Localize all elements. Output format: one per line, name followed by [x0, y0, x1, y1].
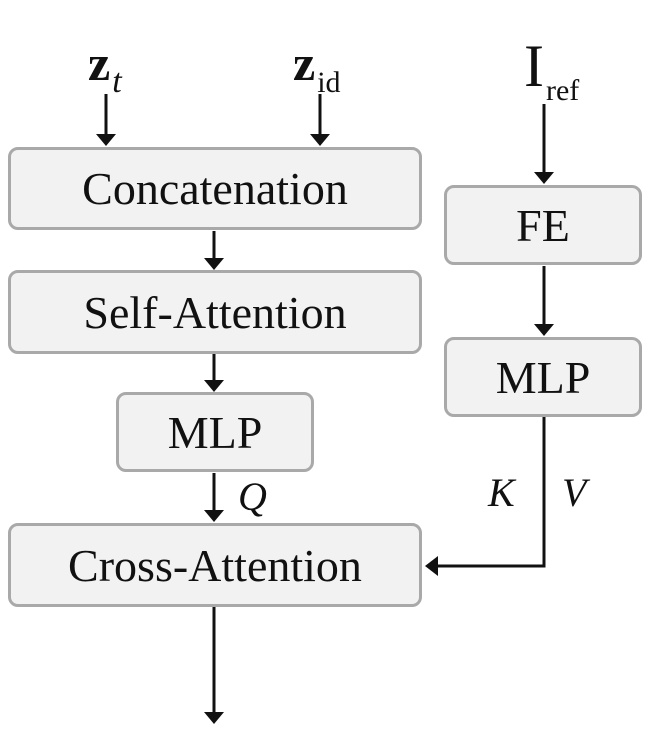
input-i-ref-main: I — [524, 33, 544, 99]
input-z-t-main: z — [88, 35, 111, 91]
arrowhead-iref — [534, 172, 554, 184]
arrowhead-zid — [310, 134, 330, 146]
mlp-right-block: MLP — [444, 337, 642, 417]
fe-block: FE — [444, 185, 642, 265]
input-z-id: zid — [293, 35, 341, 98]
arrow-mlp-right-to-crossattn — [435, 417, 546, 568]
arrowhead-mlp — [204, 510, 224, 522]
cross-attention-block: Cross-Attention — [8, 523, 422, 607]
edge-label-k: K — [488, 470, 515, 515]
self-attention-block: Self-Attention — [8, 270, 422, 354]
input-z-id-main: z — [293, 35, 316, 91]
arrowhead-kv — [425, 556, 438, 576]
input-z-id-sub: id — [317, 66, 341, 99]
input-z-t-sub: t — [112, 63, 122, 100]
input-z-t: zt — [88, 35, 122, 99]
input-i-ref: Iref — [524, 33, 579, 106]
concatenation-block: Concatenation — [8, 147, 422, 230]
arrowhead-concat — [204, 258, 224, 270]
arrowhead-zt — [96, 134, 116, 146]
arrowhead-fe — [534, 324, 554, 336]
edge-label-q: Q — [238, 474, 267, 519]
arrowhead-output — [204, 712, 224, 724]
mlp-left-block: MLP — [116, 392, 314, 472]
edge-label-v: V — [562, 470, 587, 515]
input-i-ref-sub: ref — [545, 74, 580, 107]
arrowhead-selfattn — [204, 380, 224, 392]
